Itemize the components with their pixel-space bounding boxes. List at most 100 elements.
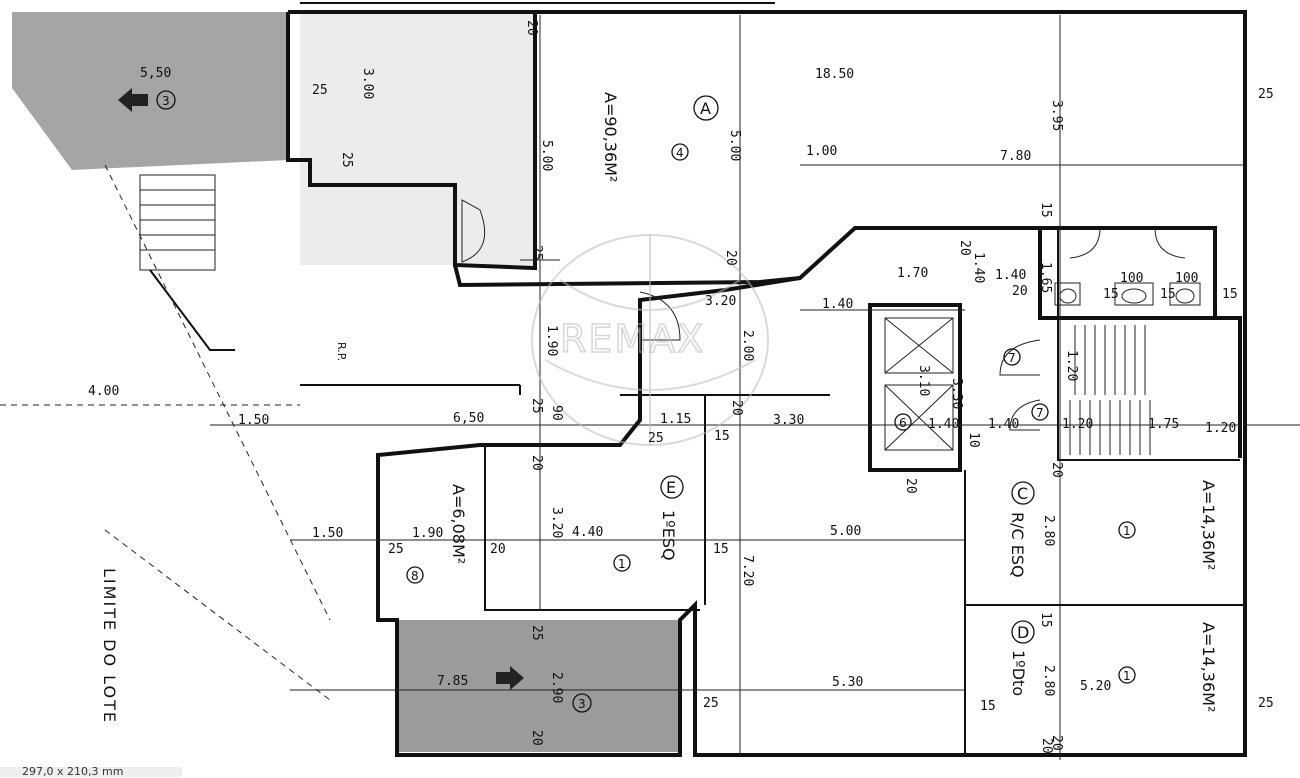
- room-d-number: 1: [1123, 669, 1131, 683]
- dimension-label: 1.20: [1205, 421, 1236, 436]
- dimension-label: 1.90: [544, 325, 559, 356]
- dimension-label: 1.40: [995, 268, 1026, 283]
- dimension-label: 2.80: [1041, 665, 1056, 696]
- dimension-label: 15: [1038, 612, 1053, 628]
- dimension-label: 25: [529, 398, 544, 414]
- dimension-label: 2.80: [1041, 515, 1056, 546]
- page-size-caption: 297,0 x 210,3 mm: [0, 767, 182, 777]
- dimension-label: 25: [529, 245, 544, 261]
- dimension-label: 20: [529, 455, 544, 471]
- elevator-block: [870, 305, 960, 470]
- room-b-number: 8: [411, 569, 419, 583]
- stair-small2-number: 7: [1036, 406, 1044, 420]
- dimension-label: 100: [1175, 271, 1198, 286]
- dimension-label: 20: [1039, 738, 1054, 754]
- dimension-label: 25: [1258, 696, 1274, 711]
- dimension-label: 15: [980, 699, 996, 714]
- dimension-label: 1.00: [806, 144, 837, 159]
- room-d-label: 1ºDto: [1009, 650, 1028, 696]
- stairs-left: [140, 175, 235, 350]
- dimension-label: 3.30: [773, 413, 804, 428]
- dimension-label: 1.20: [1062, 417, 1093, 432]
- dimension-label: 3.20: [549, 507, 564, 538]
- room-e-letter: E: [666, 478, 676, 497]
- dimension-label: 18.50: [815, 67, 854, 82]
- room-a-letter: A: [700, 99, 711, 118]
- dimension-label: 25: [648, 431, 664, 446]
- dimension-label: 7.20: [740, 555, 755, 586]
- dimension-label: 20: [729, 400, 744, 416]
- dimension-label: 25: [1258, 87, 1274, 102]
- dimension-label: 5.00: [830, 524, 861, 539]
- dimension-label: 1.40: [928, 417, 959, 432]
- dimension-label: 1.65: [1038, 262, 1053, 293]
- dimension-label: 25: [529, 625, 544, 641]
- dimension-label: 1.40: [822, 297, 853, 312]
- room-b-area: A=6,08M²: [449, 484, 468, 564]
- dimension-label: 3.30: [949, 378, 964, 409]
- dimension-label: 1.50: [238, 413, 269, 428]
- dimension-label: 15: [1222, 287, 1238, 302]
- dimension-label: 20: [490, 542, 506, 557]
- dimension-label: 7.85: [437, 674, 468, 689]
- dimension-label: 25: [312, 83, 328, 98]
- room-d-area: A=14,36M²: [1199, 622, 1218, 712]
- dimension-label: 20: [903, 478, 918, 494]
- dimension-label: 20: [524, 20, 539, 36]
- dimension-label: 100: [1120, 271, 1143, 286]
- dimension-label: 5.20: [1080, 679, 1111, 694]
- terrace-top-number: 3: [162, 94, 170, 108]
- dimension-label: 25: [703, 696, 719, 711]
- dimension-label: 20: [1049, 462, 1064, 478]
- dimension-label: 15: [714, 429, 730, 444]
- dimension-label: 2.00: [740, 330, 755, 361]
- room-c-label: R/C ESQ: [1008, 512, 1027, 578]
- stair-small-number: 7: [1008, 351, 1016, 365]
- dimension-label: 5.00: [727, 130, 742, 161]
- watermark-text: REMAX: [560, 317, 705, 361]
- dimension-label: 15: [1103, 287, 1119, 302]
- room-d-letter: D: [1017, 623, 1029, 642]
- dimension-label: 10: [966, 432, 981, 448]
- dimension-label: 20: [957, 240, 972, 256]
- dimension-label: 6,50: [453, 411, 484, 426]
- dimension-label: 5,50: [140, 66, 171, 81]
- dimension-label: 7.80: [1000, 149, 1031, 164]
- dimension-label: 3.10: [916, 365, 931, 396]
- dimension-label: 20: [1012, 284, 1028, 299]
- room-c-letter: C: [1017, 484, 1028, 503]
- room-c-number: 1: [1123, 524, 1131, 538]
- stairs-right: [1070, 325, 1150, 455]
- dimension-label: 1.40: [971, 252, 986, 283]
- dimension-label: 4.00: [88, 384, 119, 399]
- dimension-label: 5.30: [832, 675, 863, 690]
- dimension-label: 4.40: [572, 525, 603, 540]
- room-e-label: 1ºESQ: [659, 510, 678, 561]
- dimension-label: 1.75: [1148, 417, 1179, 432]
- dimension-label: 2.90: [549, 672, 564, 703]
- dimension-label: 90: [549, 405, 564, 421]
- room-a-number: 4: [676, 146, 684, 160]
- dimension-label: 1.15: [660, 412, 691, 427]
- dimension-label: 20: [529, 730, 544, 746]
- dimension-label: 25: [339, 152, 354, 168]
- lift-number: 6: [899, 416, 907, 430]
- dimension-label: 1.90: [412, 526, 443, 541]
- dimension-label: 25: [388, 542, 404, 557]
- bathroom-fixtures: [1055, 283, 1200, 305]
- dimension-label: 5.00: [539, 140, 554, 171]
- wall-rp: [300, 385, 520, 395]
- lot-limit-label: LIMITE DO LOTE: [100, 568, 119, 724]
- room-a-area: A=90,36M²: [601, 92, 620, 182]
- dimension-label: 1.70: [897, 266, 928, 281]
- dimension-label: 20: [723, 250, 738, 266]
- terrace-bottom-number: 3: [578, 697, 586, 711]
- dimension-label: 15: [713, 542, 729, 557]
- dimension-label: 1.20: [1064, 350, 1079, 381]
- dimension-label: 3.00: [360, 68, 375, 99]
- dimension-label: 15: [1160, 287, 1176, 302]
- dimension-label: 3.95: [1049, 100, 1064, 131]
- dimension-label: 1.50: [312, 526, 343, 541]
- dimension-label: 15: [1038, 202, 1053, 218]
